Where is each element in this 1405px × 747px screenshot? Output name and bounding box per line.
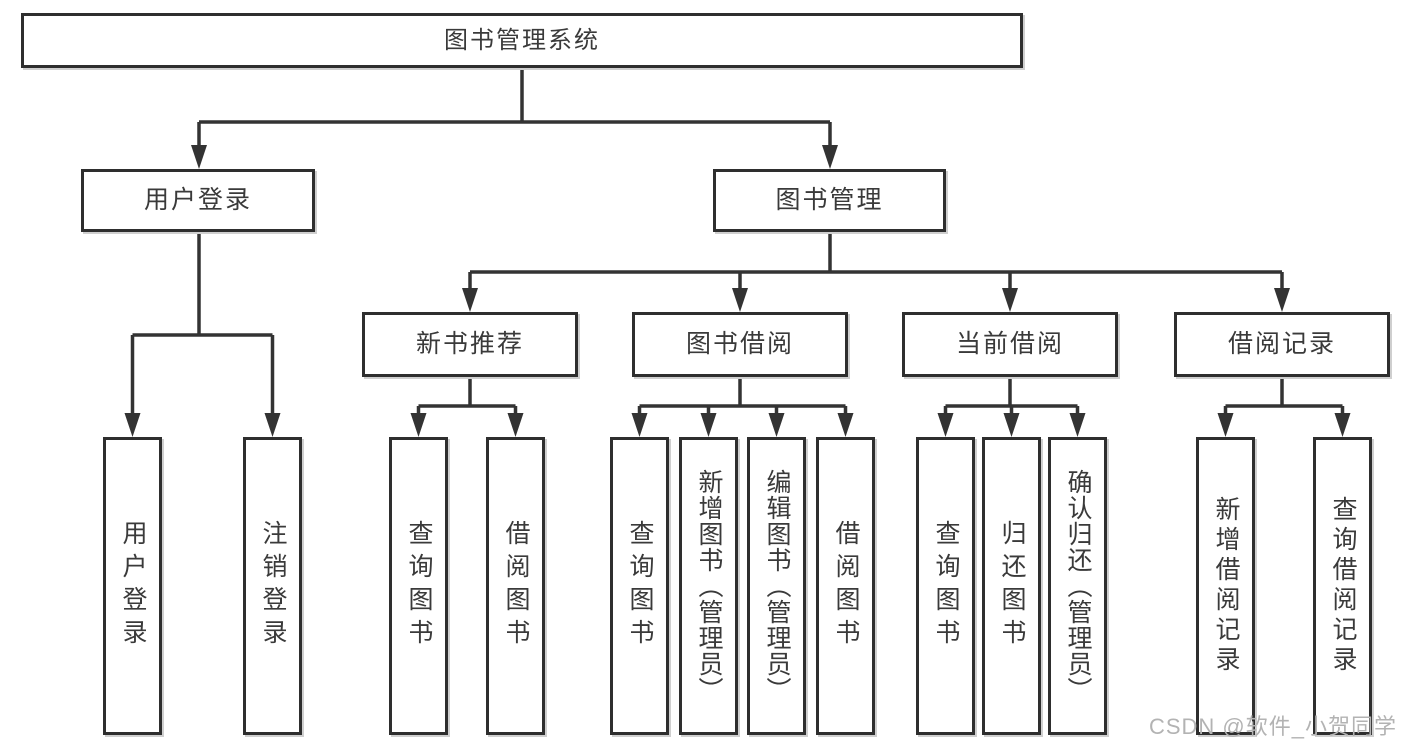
node-user-login-label: 用户登录 [143,186,252,214]
node-new-book-recommend-label: 新书推荐 [415,330,524,358]
leaf-logout: 注销登录 [243,437,302,735]
node-current-borrowing-label: 当前借阅 [955,330,1064,358]
leaf-add-borrow-record-label: 新增借阅记录 [1212,496,1240,676]
node-book-borrowing: 图书借阅 [632,312,848,377]
leaf-query-borrow-record-label: 查询借阅记录 [1329,496,1357,676]
csdn-watermark: CSDN @软件_小贺同学 [1148,714,1397,739]
leaf-borrowing-query-books-label: 查询图书 [626,520,654,652]
leaf-query-borrow-record: 查询借阅记录 [1313,437,1372,735]
node-current-borrowing: 当前借阅 [902,312,1118,377]
leaf-edit-book-admin-label: 编辑图书（管理员） [763,469,791,703]
node-borrowing-records: 借阅记录 [1174,312,1390,377]
node-user-login: 用户登录 [81,169,315,232]
leaf-add-borrow-record: 新增借阅记录 [1196,437,1255,735]
node-book-management-label: 图书管理 [775,186,884,214]
leaf-user-login-label: 用户登录 [119,520,147,652]
leaf-current-query-books: 查询图书 [916,437,975,735]
leaf-add-book-admin-label: 新增图书（管理员） [695,469,723,703]
leaf-edit-book-admin: 编辑图书（管理员） [747,437,806,735]
leaf-borrowing-borrow-books-label: 借阅图书 [832,520,860,652]
leaf-user-login: 用户登录 [103,437,162,735]
node-book-borrowing-label: 图书借阅 [685,330,794,358]
leaf-borrowing-query-books: 查询图书 [610,437,669,735]
leaf-return-book: 归还图书 [982,437,1041,735]
node-book-management: 图书管理 [713,169,946,232]
leaf-add-book-admin: 新增图书（管理员） [679,437,738,735]
leaf-logout-label: 注销登录 [259,520,287,652]
leaf-recommend-query-books: 查询图书 [389,437,448,735]
leaf-confirm-return-admin-label: 确认归还（管理员） [1064,469,1092,703]
leaf-recommend-borrow-books-label: 借阅图书 [502,520,530,652]
leaf-current-query-books-label: 查询图书 [932,520,960,652]
node-borrowing-records-label: 借阅记录 [1227,330,1336,358]
leaf-return-book-label: 归还图书 [998,520,1026,652]
node-library-system-label: 图书管理系统 [444,26,600,54]
leaf-recommend-borrow-books: 借阅图书 [486,437,545,735]
node-new-book-recommend: 新书推荐 [362,312,578,377]
leaf-confirm-return-admin: 确认归还（管理员） [1048,437,1107,735]
leaf-borrowing-borrow-books: 借阅图书 [816,437,875,735]
node-library-system: 图书管理系统 [21,13,1023,68]
leaf-recommend-query-books-label: 查询图书 [405,520,433,652]
